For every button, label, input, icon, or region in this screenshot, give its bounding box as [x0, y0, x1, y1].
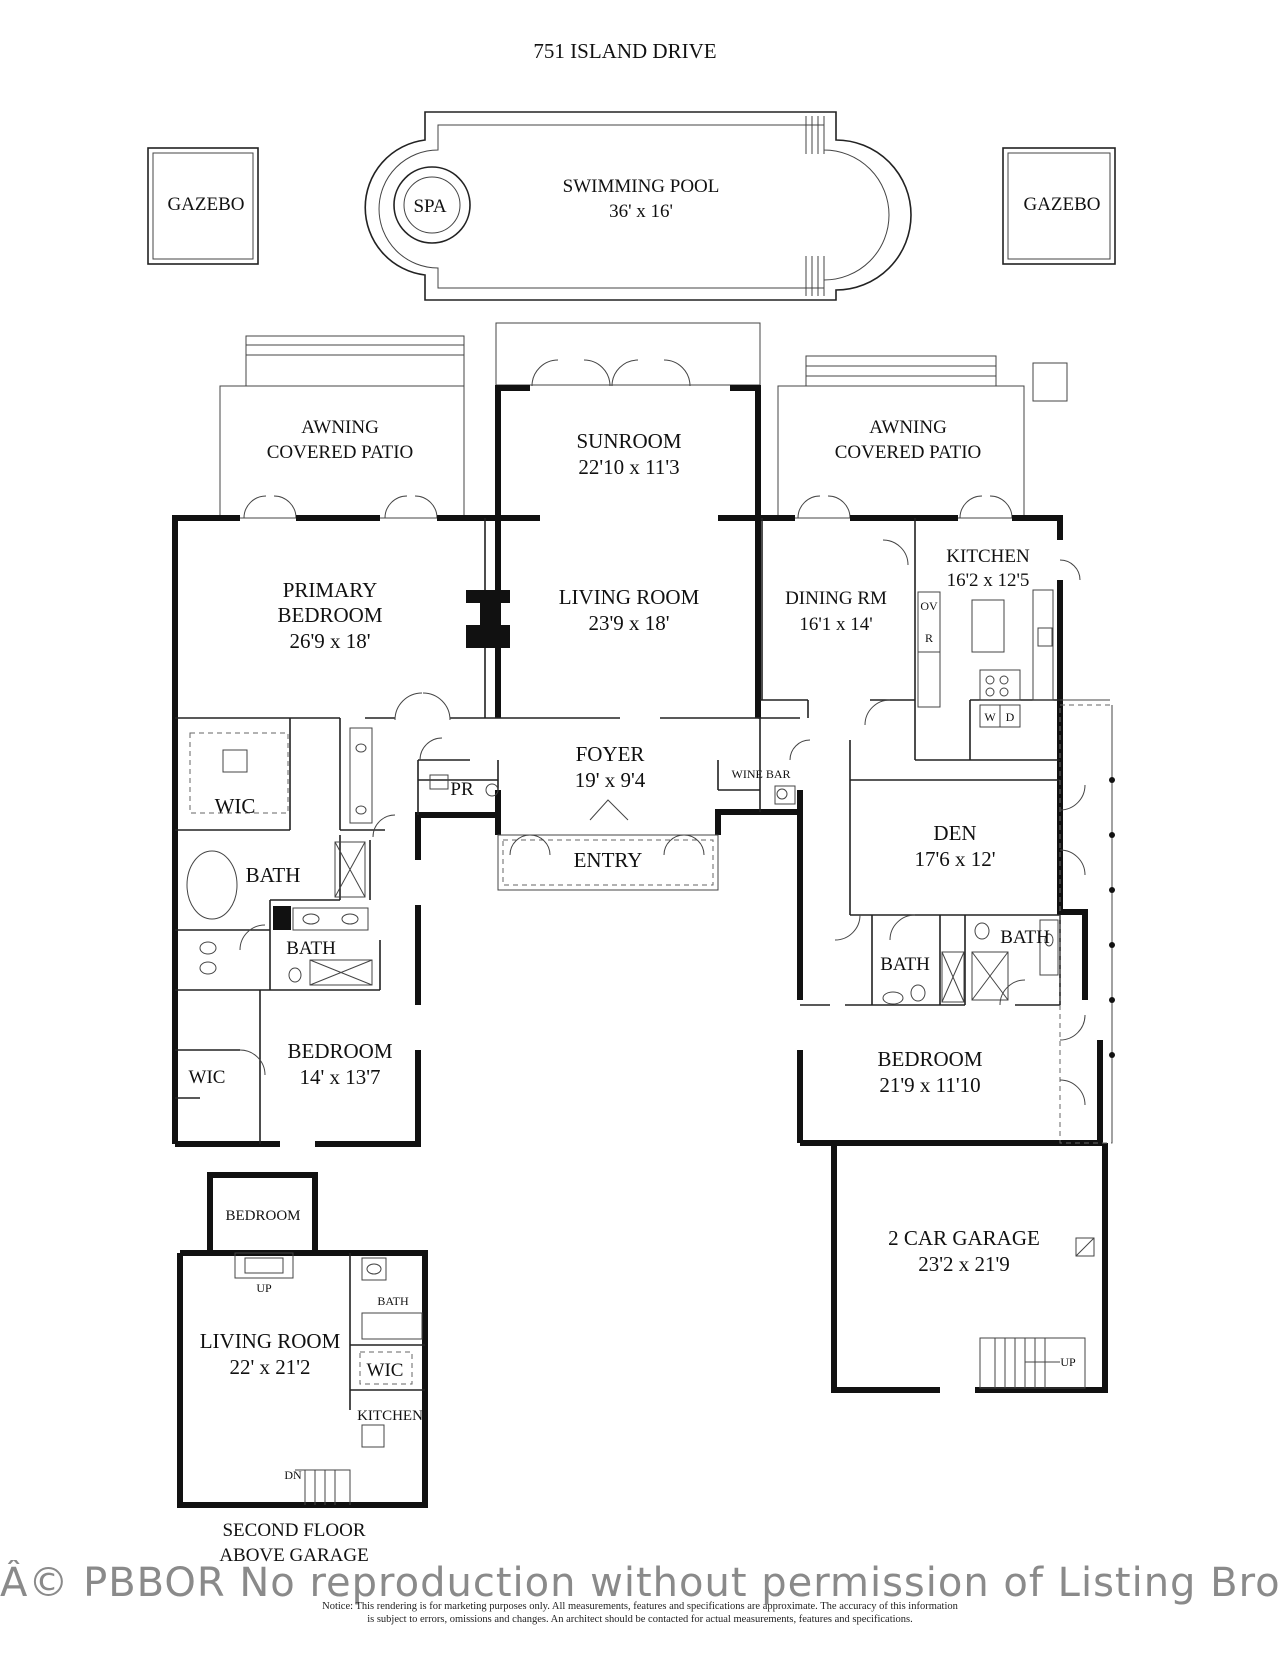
sf-up-label: UP	[256, 1281, 272, 1295]
pool-name: SWIMMING POOL	[563, 176, 720, 197]
porch-posts	[1109, 777, 1115, 1058]
pool-size: 36' x 16'	[609, 201, 673, 222]
sf-living-name: LIVING ROOM	[200, 1329, 341, 1353]
sf-living-size: 22' x 21'2	[229, 1355, 310, 1379]
garage-name: 2 CAR GARAGE	[888, 1226, 1040, 1250]
bedroom-left-wic: WIC	[189, 1067, 226, 1088]
sf-bedroom-label: BEDROOM	[225, 1208, 300, 1224]
entry-porch	[497, 799, 719, 891]
sf-bath-label: BATH	[377, 1294, 409, 1308]
sunroom-name: SUNROOM	[576, 429, 681, 453]
swimming-pool: SPA SWIMMING POOL 36' x 16'	[364, 111, 912, 301]
dryer-label: D	[1006, 710, 1015, 724]
primary-bedroom-line1: PRIMARY	[283, 578, 378, 602]
notice-line-1: Notice: This rendering is for marketing …	[322, 1601, 958, 1612]
kitchen-name: KITCHEN	[946, 546, 1030, 567]
second-floor-line1: SECOND FLOOR	[222, 1520, 365, 1541]
garage-fixtures	[979, 1237, 1095, 1389]
patio-left-line2: COVERED PATIO	[267, 442, 414, 463]
living-room-name: LIVING ROOM	[559, 585, 700, 609]
plan-title: 751 ISLAND DRIVE	[533, 39, 716, 63]
bedroom-left-name: BEDROOM	[287, 1039, 392, 1063]
foyer-size: 19' x 9'4	[575, 768, 646, 792]
kitchen-fixtures	[917, 589, 1054, 728]
dining-room-size: 16'1 x 14'	[799, 614, 872, 635]
exterior-walls	[172, 385, 1108, 1393]
gazebo-left-label: GAZEBO	[167, 194, 244, 215]
den-size: 17'6 x 12'	[914, 847, 995, 871]
oven-label: OV	[920, 599, 938, 613]
patio-right-line2: COVERED PATIO	[835, 442, 982, 463]
bedroom-right-name: BEDROOM	[877, 1047, 982, 1071]
notice-line-2: is subject to errors, omissions and chan…	[367, 1614, 913, 1625]
primary-wic-label: WIC	[215, 794, 256, 818]
den-name: DEN	[933, 821, 976, 845]
sf-kitchen-label: KITCHEN	[357, 1408, 423, 1424]
garage-size: 23'2 x 21'9	[918, 1252, 1010, 1276]
washer-label: W	[984, 710, 996, 724]
fireplace-icon	[466, 590, 510, 648]
living-room-size: 23'9 x 18'	[588, 611, 669, 635]
second-floor-line2: ABOVE GARAGE	[219, 1545, 368, 1566]
door-swings	[239, 539, 1086, 1106]
bedroom-right-size: 21'9 x 11'10	[879, 1073, 980, 1097]
primary-bath-label: BATH	[246, 863, 301, 887]
patio-left-line1: AWNING	[301, 417, 379, 438]
gazebo-right-label: GAZEBO	[1023, 194, 1100, 215]
primary-bedroom-line2: BEDROOM	[277, 603, 382, 627]
primary-bath-fixtures	[186, 727, 796, 986]
sunroom-size: 22'10 x 11'3	[578, 455, 679, 479]
patio-structures	[219, 322, 1068, 519]
column	[273, 906, 291, 930]
second-floor-interior	[234, 1252, 425, 1505]
second-floor-walls	[177, 1172, 428, 1508]
garage-up-label: UP	[1060, 1355, 1076, 1369]
disclaimer-notice: Notice: This rendering is for marketing …	[220, 1600, 1060, 1626]
small-bath-label: BATH	[286, 938, 336, 959]
gazebo-left: GAZEBO	[147, 147, 259, 265]
gazebo-right: GAZEBO	[1002, 147, 1116, 265]
patio-right-line1: AWNING	[869, 417, 947, 438]
entry-label: ENTRY	[574, 848, 643, 872]
den-bath-label: BATH	[880, 954, 930, 975]
primary-bedroom-size: 26'9 x 18'	[289, 629, 370, 653]
spa-label: SPA	[413, 196, 446, 217]
sf-dn-label: DN	[284, 1468, 302, 1482]
foyer-name: FOYER	[576, 742, 645, 766]
fridge-label: R	[925, 631, 933, 645]
bedroom-left-size: 14' x 13'7	[299, 1065, 380, 1089]
kitchen-size: 16'2 x 12'5	[947, 570, 1030, 591]
copyright-watermark: Â© PBBOR No reproduction without permiss…	[0, 1560, 1280, 1606]
dining-room-name: DINING RM	[785, 588, 887, 609]
den-bath2-label: BATH	[1000, 927, 1050, 948]
powder-room-label: PR	[450, 779, 474, 800]
sf-wic-label: WIC	[367, 1360, 404, 1381]
wine-bar-label: WINE BAR	[732, 767, 791, 781]
